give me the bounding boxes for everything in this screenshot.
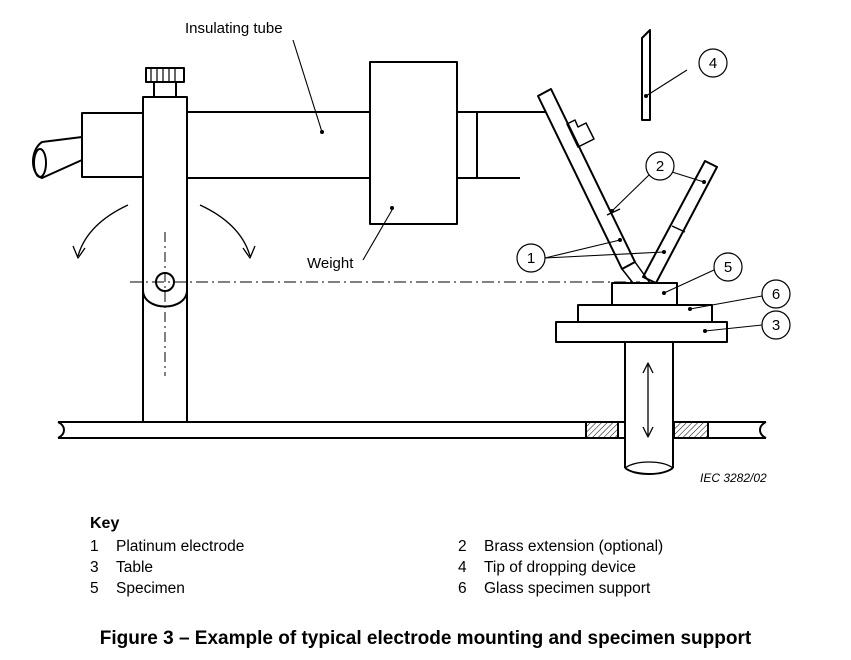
key-item-text: Platinum electrode <box>116 538 245 555</box>
key-item-text: Specimen <box>116 580 185 597</box>
insulating-tube-label: Insulating tube <box>185 20 283 37</box>
key-item-number: 6 <box>458 580 467 597</box>
key-item-number: 2 <box>458 538 467 555</box>
key-item-5: 5 Specimen <box>90 580 185 598</box>
callout-3: 3 <box>772 317 780 334</box>
callout-4-circle <box>698 48 728 78</box>
vertical-adjust-arrow <box>642 362 654 438</box>
key-item-number: 3 <box>90 559 99 576</box>
key-item-text: Brass extension (optional) <box>484 538 664 555</box>
callout-6: 6 <box>772 286 780 303</box>
weight-label: Weight <box>307 255 354 272</box>
callout-6-circle <box>761 279 791 309</box>
base-plate <box>57 421 767 439</box>
table-shaft <box>624 342 674 475</box>
key-item-text: Glass specimen support <box>484 580 651 597</box>
key-item-6: 6 Glass specimen support <box>458 580 650 598</box>
specimen <box>611 282 678 306</box>
dropping-device-tip <box>641 29 651 121</box>
rotation-arrows <box>72 204 256 259</box>
callout-2-circle <box>645 151 675 181</box>
glass-specimen-support <box>577 304 713 323</box>
callout-5: 5 <box>724 259 732 276</box>
callout-4: 4 <box>709 55 717 72</box>
callout-2: 2 <box>656 158 664 175</box>
callout-3-circle <box>761 310 791 340</box>
key-item-3: 3 Table <box>90 559 153 577</box>
support-column <box>142 67 188 423</box>
leader-lines <box>292 39 763 332</box>
callout-1-circle <box>516 243 546 273</box>
key-title: Key <box>90 515 120 532</box>
key-item-4: 4 Tip of dropping device <box>458 559 636 577</box>
figure-caption: Figure 3 – Example of typical electrode … <box>99 628 752 649</box>
table <box>555 321 728 343</box>
key-item-text: Tip of dropping device <box>484 559 636 576</box>
key-item-number: 4 <box>458 559 467 576</box>
key-item-2: 2 Brass extension (optional) <box>458 538 663 556</box>
key-item-1: 1 Platinum electrode <box>90 538 244 556</box>
key-item-number: 5 <box>90 580 99 597</box>
key-item-number: 1 <box>90 538 99 555</box>
callout-1: 1 <box>527 250 535 267</box>
horizontal-arm <box>32 61 545 225</box>
iec-reference: IEC 3282/02 <box>700 471 767 485</box>
key-item-text: Table <box>116 559 154 576</box>
callout-5-circle <box>713 252 743 282</box>
electrode-mounting-diagram: Insulating tube Weight IEC 3282/02 1 2 3… <box>32 20 791 485</box>
